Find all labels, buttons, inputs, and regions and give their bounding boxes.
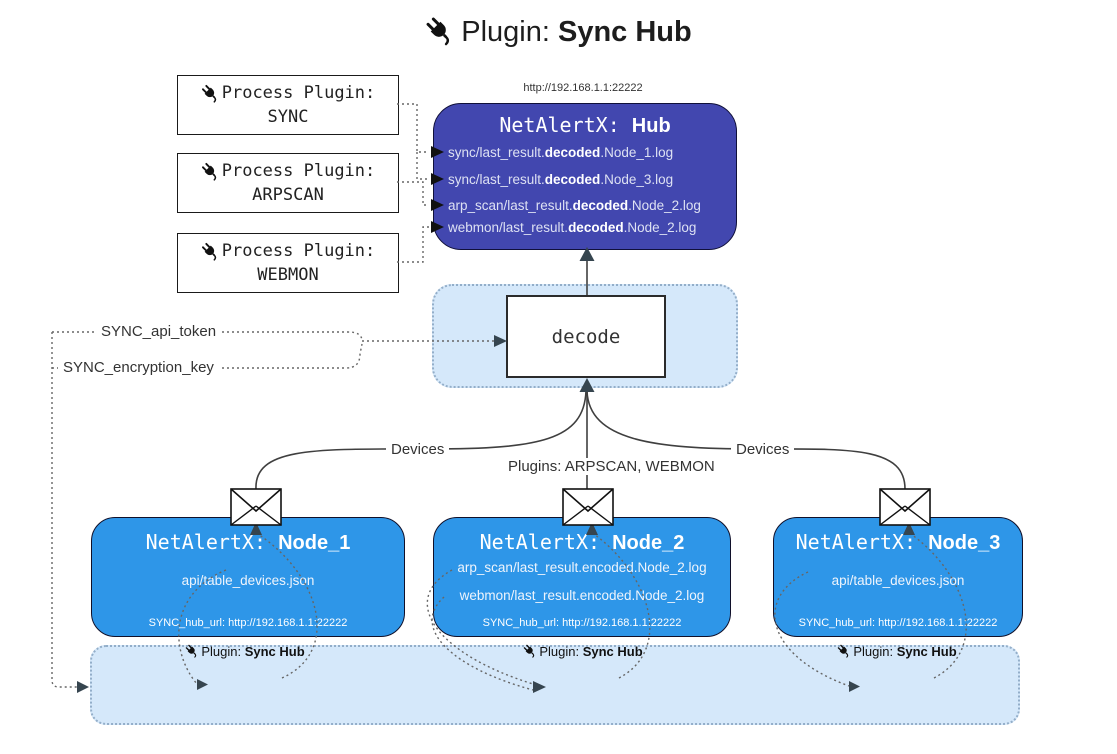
plug-icon [200,161,220,181]
process-plugin-webmon-node: Process Plugin: WEBMON [177,233,399,293]
hub-url-label: http://192.168.1.1:22222 [523,82,643,94]
plug-icon [424,15,457,47]
process-plugin-label: Process Plugin: [221,161,376,181]
edge-label-devices-right: Devices [731,441,795,458]
node-title: NetAlertX: Node_3 [795,530,1001,554]
process-plugin-name: WEBMON [257,265,319,285]
node-1: NetAlertX: Node_1 api/table_devices.json… [91,517,405,637]
plug-icon [523,643,538,659]
node-hub-url: SYNC_hub_url: http://192.168.1.1:22222 [482,617,682,629]
encode-plugin-label: Plugin: Sync Hub [473,643,693,659]
page-title-bold: Sync Hub [557,16,692,48]
plug-icon [837,643,852,659]
edge-key-encode [51,332,77,688]
edge-label-api-token: SYNC_api_token [96,323,222,340]
hub-log-line: sync/last_result.decoded.Node_1.log [448,145,674,160]
hub-log-line: webmon/last_result.decoded.Node_2.log [448,220,697,235]
node-file-line: webmon/last_result.encoded.Node_2.log [459,588,705,603]
process-plugin-label: Process Plugin: [221,241,376,261]
process-plugin-name: SYNC [267,107,309,127]
hub-node: NetAlertX: Hub sync/last_result.decoded.… [433,103,737,250]
plug-icon [200,241,220,261]
node-title: NetAlertX: Node_2 [479,530,685,554]
encode-container [90,645,1020,725]
edge-label-plugins: Plugins: ARPSCAN, WEBMON [503,458,720,475]
process-plugin-arpscan-node: Process Plugin: ARPSCAN [177,153,399,213]
hub-log-line: sync/last_result.decoded.Node_3.log [448,172,674,187]
plug-icon [185,643,200,659]
encode-plugin-label: Plugin: Sync Hub [135,643,355,659]
edge-label-encryption-key: SYNC_encryption_key [58,359,219,376]
page-title: Plugin: Sync Hub [0,15,1117,49]
edge-arpscan-hub [397,181,429,206]
decode-node: decode [506,295,666,378]
node-hub-url: SYNC_hub_url: http://192.168.1.1:22222 [148,617,348,629]
node-hub-url: SYNC_hub_url: http://192.168.1.1:22222 [798,617,998,629]
arrowhead [77,681,89,693]
node-2: NetAlertX: Node_2 arp_scan/last_result.e… [433,517,731,637]
edge-sync-hub [397,103,429,153]
node-file-line: api/table_devices.json [181,573,315,588]
edge-webmon-hub [397,226,429,263]
hub-log-line: arp_scan/last_result.decoded.Node_2.log [448,198,701,213]
hub-title: NetAlertX: Hub [434,113,736,138]
edge-label-devices-left: Devices [386,441,450,458]
process-plugin-sync-node: Process Plugin: SYNC [177,75,399,135]
node-3: NetAlertX: Node_3 api/table_devices.json… [773,517,1023,637]
page-title-prefix: Plugin: [461,16,558,48]
node-title: NetAlertX: Node_1 [145,530,351,554]
node-file-line: arp_scan/last_result.encoded.Node_2.log [457,560,707,575]
plug-icon [200,83,220,103]
hub-name-prefix: NetAlertX: [499,113,632,137]
encode-plugin-label: Plugin: Sync Hub [787,643,1007,659]
process-plugin-name: ARPSCAN [252,185,324,205]
edge-sync-hub-2 [416,152,429,180]
hub-name-bold: Hub [631,115,671,137]
process-plugin-label: Process Plugin: [221,83,376,103]
node-file-line: api/table_devices.json [831,573,965,588]
